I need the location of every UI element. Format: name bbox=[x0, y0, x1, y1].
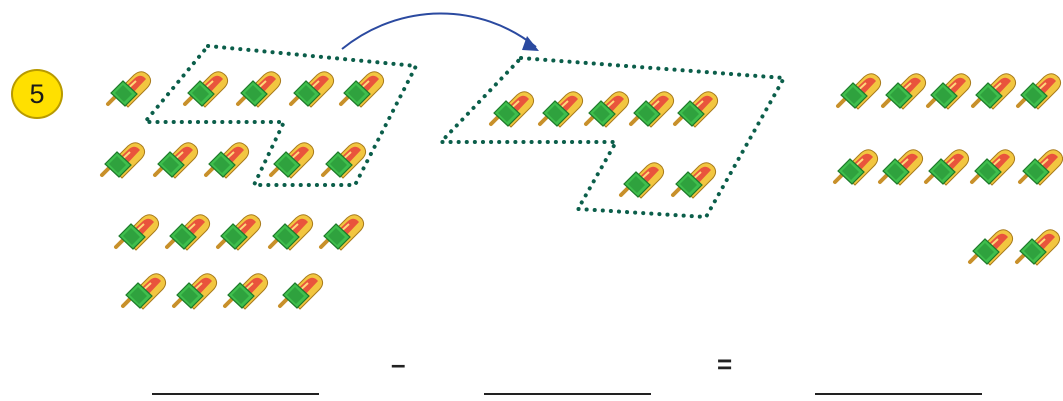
popsicle-icon bbox=[970, 147, 1017, 187]
popsicle-icon bbox=[878, 147, 925, 187]
popsicle-icon bbox=[165, 212, 212, 252]
popsicle-icon bbox=[223, 271, 270, 311]
popsicle-icon bbox=[121, 271, 168, 311]
popsicle-icon bbox=[538, 89, 585, 129]
popsicle-icon bbox=[339, 69, 386, 109]
popsicle-icon bbox=[268, 212, 315, 252]
popsicle-icon bbox=[278, 271, 325, 311]
popsicle-icon bbox=[319, 212, 366, 252]
popsicle-icon bbox=[1015, 227, 1062, 267]
popsicle-icon bbox=[489, 89, 536, 129]
popsicle-icon bbox=[619, 160, 666, 200]
popsicle-icon bbox=[881, 71, 928, 111]
popsicle-icon bbox=[321, 140, 368, 180]
popsicle-icon bbox=[153, 140, 200, 180]
popsicle-icon bbox=[673, 89, 720, 129]
minuend-popsicle-group bbox=[100, 69, 386, 311]
popsicle-icon bbox=[289, 69, 336, 109]
popsicle-icon bbox=[216, 212, 263, 252]
problem-number-badge: 5 bbox=[11, 69, 63, 119]
popsicle-icon bbox=[269, 140, 316, 180]
arrow-icon bbox=[341, 12, 537, 50]
answer-blank-3[interactable] bbox=[815, 393, 982, 395]
popsicle-icon bbox=[836, 71, 883, 111]
popsicle-icon bbox=[833, 147, 880, 187]
problem-number: 5 bbox=[29, 78, 45, 109]
answer-blank-2[interactable] bbox=[484, 393, 651, 395]
popsicle-icon bbox=[584, 89, 631, 129]
left-selection-outline bbox=[140, 43, 420, 187]
popsicle-icon bbox=[971, 71, 1018, 111]
popsicle-icon bbox=[114, 212, 161, 252]
popsicle-icon bbox=[671, 160, 718, 200]
subtrahend-popsicle-group bbox=[489, 89, 720, 200]
middle-selection-outline bbox=[436, 55, 788, 220]
popsicle-icon bbox=[924, 147, 971, 187]
popsicle-icon bbox=[926, 71, 973, 111]
equals-sign: = bbox=[717, 349, 733, 379]
minus-sign: – bbox=[391, 349, 406, 379]
popsicle-icon bbox=[629, 89, 676, 129]
popsicle-icon bbox=[204, 140, 251, 180]
popsicle-icon bbox=[236, 69, 283, 109]
popsicle-icon bbox=[1018, 147, 1063, 187]
answer-blank-1[interactable] bbox=[152, 393, 319, 395]
difference-popsicle-group bbox=[833, 71, 1063, 267]
popsicle-icon bbox=[172, 271, 219, 311]
popsicle-icon bbox=[100, 140, 147, 180]
popsicle-icon bbox=[968, 227, 1015, 267]
popsicle-icon bbox=[183, 69, 230, 109]
arrowhead-icon bbox=[522, 36, 539, 51]
popsicle-icon bbox=[106, 69, 153, 109]
popsicle-icon bbox=[1016, 71, 1063, 111]
